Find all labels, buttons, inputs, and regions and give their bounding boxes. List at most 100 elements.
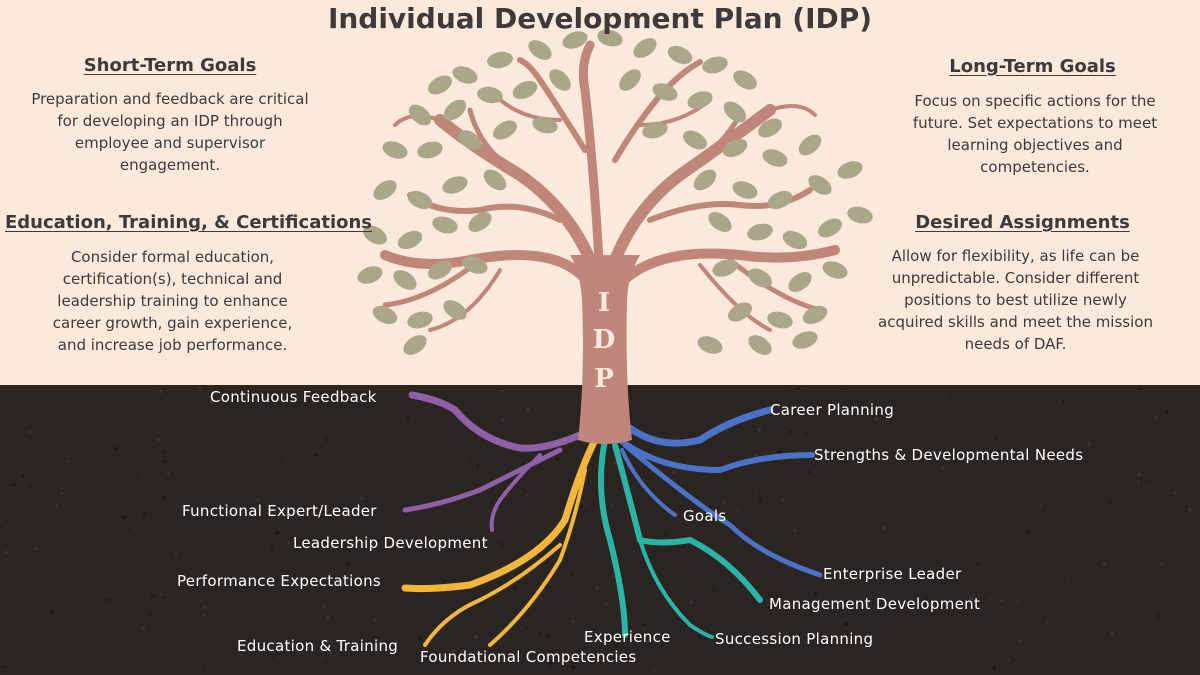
soil-speck xyxy=(75,488,78,491)
soil-speck xyxy=(484,450,488,453)
leaf xyxy=(733,70,757,90)
leaf xyxy=(443,99,467,121)
leaf xyxy=(633,38,657,58)
soil-speck xyxy=(571,665,576,670)
soil-speck xyxy=(451,649,456,653)
soil-speck xyxy=(142,512,148,517)
soil-speck xyxy=(1039,504,1043,508)
page-title: Individual Development Plan (IDP) xyxy=(327,2,873,35)
soil-speck xyxy=(571,620,575,624)
soil-speck xyxy=(28,484,32,488)
soil-speck xyxy=(1056,424,1058,426)
soil-speck xyxy=(643,627,645,630)
soil-speck xyxy=(1152,560,1156,563)
soil-speck xyxy=(781,497,785,502)
soil-speck xyxy=(655,481,658,484)
root-label-education-training: Education & Training xyxy=(237,637,399,655)
soil-speck xyxy=(1174,388,1176,391)
soil-speck xyxy=(1045,621,1049,624)
soil-speck xyxy=(222,473,225,476)
soil-speck xyxy=(474,635,478,639)
leaf xyxy=(808,175,832,195)
soil-speck xyxy=(525,494,529,497)
soil-speck xyxy=(107,597,111,602)
soil-speck xyxy=(60,487,63,490)
soil-speck xyxy=(287,541,291,545)
soil-speck xyxy=(287,657,290,660)
trunk-letter-i: I xyxy=(597,288,611,318)
soil-speck xyxy=(947,426,950,428)
soil-speck xyxy=(642,622,647,627)
soil-speck xyxy=(1176,519,1178,521)
soil-speck xyxy=(577,389,580,392)
soil-speck xyxy=(476,468,478,470)
root-label-goals: Goals xyxy=(683,507,727,525)
soil-speck xyxy=(239,537,242,540)
roots-yellow xyxy=(401,436,599,647)
soil-speck xyxy=(804,431,808,435)
leaf xyxy=(382,141,408,159)
soil-speck xyxy=(1168,437,1171,440)
soil-speck xyxy=(1086,615,1089,617)
root-label-performance-expectations: Performance Expectations xyxy=(177,572,381,590)
soil-speck xyxy=(1025,530,1030,534)
soil-speck xyxy=(572,505,575,507)
leaf xyxy=(762,149,788,167)
soil-speck xyxy=(285,638,288,642)
soil-speck xyxy=(948,393,952,397)
soil-speck xyxy=(1072,549,1074,551)
soil-speck xyxy=(844,540,847,542)
soil-speck xyxy=(614,643,619,649)
soil-speck xyxy=(742,427,745,430)
soil-speck xyxy=(1171,667,1174,670)
root-label-leadership-development: Leadership Development xyxy=(293,534,488,552)
leaf xyxy=(802,305,828,325)
root-label-enterprise-leader: Enterprise Leader xyxy=(823,565,962,583)
soil-speck xyxy=(431,458,434,461)
leaf xyxy=(693,169,717,191)
soil-speck xyxy=(874,417,879,421)
soil-speck xyxy=(328,651,333,655)
leaf xyxy=(372,305,398,325)
soil-speck xyxy=(1061,399,1066,404)
leaf xyxy=(428,260,452,280)
soil-speck xyxy=(289,535,293,539)
leaf xyxy=(512,80,538,100)
leaf xyxy=(397,230,423,250)
soil-speck xyxy=(1056,560,1058,563)
soil-speck xyxy=(201,397,204,400)
soil-speck xyxy=(49,610,54,615)
leaf xyxy=(532,116,558,134)
desired-assignments-heading: Desired Assignments xyxy=(915,212,1130,233)
soil-speck xyxy=(364,645,369,649)
soil-speck xyxy=(1172,490,1177,495)
soil-speck xyxy=(256,498,260,502)
soil-speck xyxy=(501,419,505,423)
leaf xyxy=(442,176,468,194)
soil-speck xyxy=(569,593,572,596)
soil-speck xyxy=(877,527,880,530)
soil-speck xyxy=(55,503,59,508)
soil-speck xyxy=(266,486,269,489)
soil-speck xyxy=(736,509,740,513)
soil-speck xyxy=(141,627,146,631)
soil-speck xyxy=(838,604,841,608)
soil-speck xyxy=(1136,480,1140,484)
soil-speck xyxy=(996,558,998,560)
soil-speck xyxy=(787,408,791,412)
root-label-career-planning: Career Planning xyxy=(770,401,895,419)
leaf xyxy=(462,256,488,274)
root-label-management-development: Management Development xyxy=(769,595,981,613)
education-training-text: Consider formal education, certification… xyxy=(52,248,293,354)
soil-speck xyxy=(1157,613,1162,618)
leaf xyxy=(528,40,552,60)
soil-speck xyxy=(150,593,155,598)
leaf xyxy=(432,216,458,234)
leaf xyxy=(477,86,503,104)
soil-speck xyxy=(962,504,964,507)
leaf xyxy=(702,56,728,74)
soil-speck xyxy=(141,441,144,444)
soil-speck xyxy=(788,636,790,639)
soil-speck xyxy=(166,470,170,475)
soil-speck xyxy=(1139,602,1141,605)
